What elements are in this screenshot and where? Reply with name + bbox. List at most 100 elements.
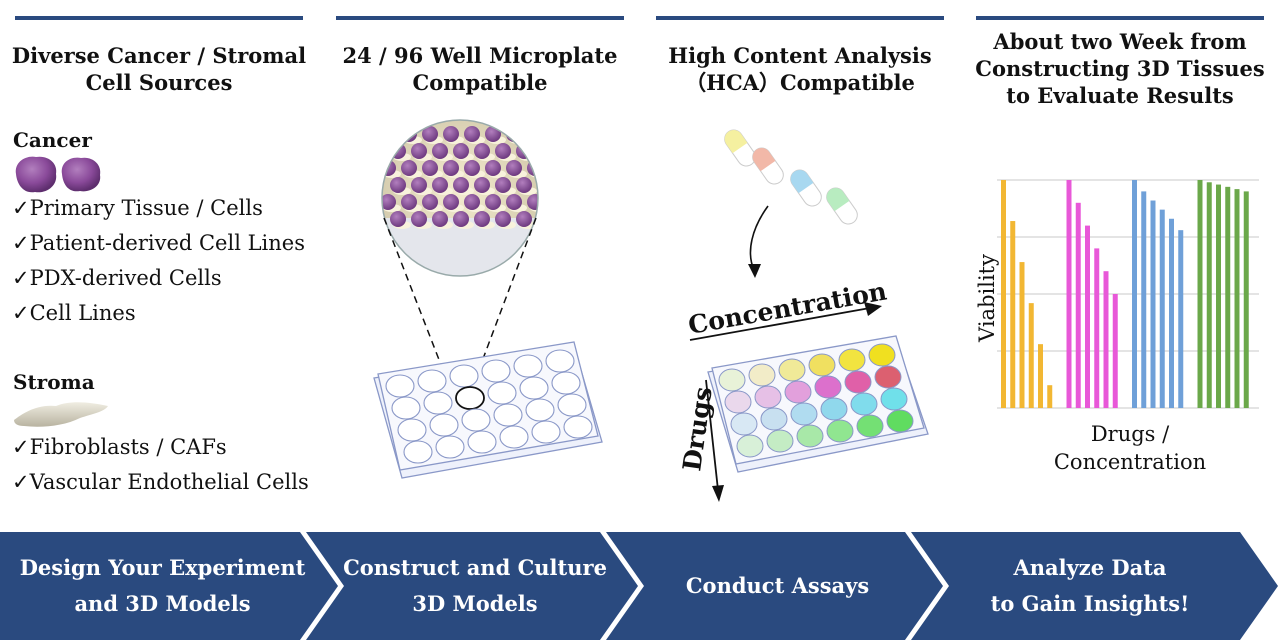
plate-well xyxy=(417,369,447,393)
assay-well xyxy=(850,392,878,416)
tissue-cell xyxy=(453,143,469,159)
assay-well xyxy=(808,353,836,377)
assay-well xyxy=(838,348,866,372)
chart-bar xyxy=(1225,186,1231,408)
chart-bar xyxy=(1216,184,1221,408)
tissue-cell xyxy=(474,143,490,159)
chart-bar xyxy=(1197,180,1203,408)
assay-well xyxy=(814,375,842,399)
tissue-cell xyxy=(411,211,427,227)
assay-well xyxy=(748,363,776,387)
cancer-list: ✓Primary Tissue / Cells ✓Patient-derived… xyxy=(12,195,305,335)
tissue-cell xyxy=(506,126,522,142)
chart-bar xyxy=(1206,182,1212,408)
list-item: ✓PDX-derived Cells xyxy=(12,265,305,300)
plate-well xyxy=(423,391,453,415)
chart-xlabel: Drugs / Concentration xyxy=(1010,420,1250,476)
microplate-illustration xyxy=(373,119,603,479)
list-item-text: Fibroblasts / CAFs xyxy=(29,435,227,459)
tissue-cell xyxy=(474,211,490,227)
tissue-cell xyxy=(382,126,396,142)
tissue-cell xyxy=(495,177,511,193)
check-icon: ✓ xyxy=(12,470,30,494)
step-line: to Gain Insights! xyxy=(990,591,1190,616)
tissue-cell xyxy=(453,211,469,227)
tissue-cell xyxy=(401,194,417,210)
selected-well xyxy=(455,386,485,410)
assay-well xyxy=(844,370,872,394)
plate-well xyxy=(519,376,549,400)
tissue-fiber xyxy=(540,221,558,229)
tissue-cell xyxy=(401,160,417,176)
column-rule-2 xyxy=(336,16,624,20)
chart-bar xyxy=(1038,344,1043,408)
step-arrow-3 xyxy=(606,532,943,640)
heading-timeline: About two Week from Constructing 3D Tiss… xyxy=(960,28,1280,109)
step-line: and 3D Models xyxy=(74,591,251,616)
step-design: Design Your Experiment and 3D Models xyxy=(10,532,315,640)
step-line: Design Your Experiment xyxy=(19,555,306,580)
step-line: 3D Models xyxy=(412,591,538,616)
chart-ylabel: Viability xyxy=(975,254,999,343)
plate-well xyxy=(545,349,575,373)
plate-well xyxy=(551,371,581,395)
step-arrow-1 xyxy=(0,532,338,640)
chart-bar xyxy=(1085,225,1090,408)
drugs-label: Drugs xyxy=(677,385,717,473)
plate-well xyxy=(397,418,427,442)
tissue-cell xyxy=(464,126,480,142)
heading-line: Diverse Cancer / Stromal xyxy=(11,43,307,68)
plate-well xyxy=(557,393,587,417)
chart-xlabel-line: Concentration xyxy=(1053,450,1207,474)
column-rule-1 xyxy=(15,16,303,20)
tissue-fiber xyxy=(530,136,538,144)
chart-bar xyxy=(1234,189,1240,408)
tissue-cell xyxy=(432,211,448,227)
assay-well xyxy=(724,390,752,414)
plate-well xyxy=(461,408,491,432)
step-assay: Conduct Assays xyxy=(630,532,925,640)
capsule-icons xyxy=(724,129,858,225)
chart-bar xyxy=(1178,230,1184,408)
list-item-text: Primary Tissue / Cells xyxy=(29,196,263,220)
tissue-cell xyxy=(382,194,396,210)
assay-well xyxy=(736,434,764,458)
assay-well xyxy=(730,412,758,436)
chart-bar xyxy=(1150,200,1156,408)
assay-well xyxy=(826,419,854,443)
plate-well xyxy=(487,381,517,405)
stroma-title: Stroma xyxy=(13,370,95,394)
column-rule-4 xyxy=(976,16,1264,20)
tissue-cell xyxy=(495,143,511,159)
tissue-cell xyxy=(527,126,538,142)
tissue-magnified xyxy=(382,120,558,276)
chart-bar xyxy=(1243,191,1249,408)
workflow-banner xyxy=(0,532,1278,640)
chart-bar xyxy=(1132,180,1137,408)
tissue-fiber xyxy=(383,136,401,144)
step-arrow-4 xyxy=(911,532,1278,640)
tissue-cell xyxy=(432,143,448,159)
plate-well xyxy=(481,359,511,383)
stroma-list: ✓Fibroblasts / CAFs ✓Vascular Endothelia… xyxy=(12,434,309,504)
plate-well xyxy=(449,364,479,388)
assay-well xyxy=(718,368,746,392)
check-icon: ✓ xyxy=(12,231,30,255)
assay-well xyxy=(778,358,806,382)
heading-line: to Evaluate Results xyxy=(1006,83,1234,108)
concentration-label: Concentration xyxy=(686,276,889,339)
tissue-cell xyxy=(485,160,501,176)
cancer-title: Cancer xyxy=(13,128,92,152)
assay-well xyxy=(874,365,902,389)
check-icon: ✓ xyxy=(12,266,30,290)
check-icon: ✓ xyxy=(12,196,30,220)
tissue-cell xyxy=(537,211,538,227)
assay-well xyxy=(796,424,824,448)
list-item: ✓Primary Tissue / Cells xyxy=(12,195,305,230)
chart-bar xyxy=(1019,262,1025,408)
tissue-fiber xyxy=(540,153,558,161)
assay-well xyxy=(760,407,788,431)
tissue-cell xyxy=(464,160,480,176)
